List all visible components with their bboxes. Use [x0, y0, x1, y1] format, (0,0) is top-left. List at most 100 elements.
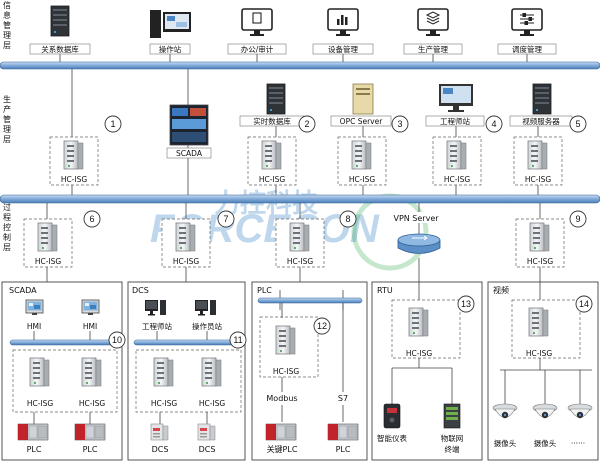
hc-isg-label: HC-ISG — [349, 175, 376, 184]
hc-isg-label: HC-ISG — [527, 257, 554, 266]
step-number: 3 — [397, 119, 402, 129]
hc-isg-gateway[interactable]: HC-ISG — [513, 136, 563, 186]
section-video-title: 视频 — [493, 285, 509, 295]
hc-isg-gateway[interactable]: HC-ISG — [526, 307, 553, 358]
hc-isg-label: HC-ISG — [61, 175, 88, 184]
hc-isg-gateway[interactable]: HC-ISG — [432, 136, 482, 186]
hc-isg-gateway[interactable]: HC-ISG — [406, 307, 433, 358]
key-plc-device[interactable] — [265, 423, 297, 441]
layer-char: 信 — [3, 0, 11, 10]
hc-isg-gateway[interactable]: HC-ISG — [515, 218, 565, 268]
layer-char: 生 — [3, 94, 11, 104]
step-number-badge: 11 — [229, 331, 247, 349]
hc-isg-label: HC-ISG — [525, 175, 552, 184]
smart-meter-label: 智能仪表 — [377, 433, 407, 443]
operator-station[interactable]: 操作站 — [149, 10, 191, 55]
dcs-device-1[interactable] — [150, 423, 169, 441]
step-number-badge: 5 — [569, 115, 587, 133]
hc-isg-gateway[interactable]: HC-ISG — [199, 357, 226, 408]
section-scada-box — [1, 281, 123, 461]
plc-device-2[interactable] — [74, 423, 106, 441]
hc-isg-label: HC-ISG — [27, 399, 54, 408]
layers-icon — [425, 11, 441, 25]
hc-isg-gateway[interactable]: HC-ISG — [161, 218, 211, 268]
device-management[interactable]: 设备管理 — [312, 8, 374, 55]
engineer-station-label: 工程师站 — [440, 116, 470, 126]
smart-meter[interactable] — [383, 403, 401, 429]
camera-icon-2[interactable] — [532, 403, 558, 419]
production-management[interactable]: 生产管理 — [403, 8, 463, 55]
hc-isg-label: HC-ISG — [35, 257, 62, 266]
plc-device-3[interactable] — [327, 423, 359, 441]
iot-terminal[interactable] — [443, 403, 461, 429]
office-audit[interactable]: 办公/审计 — [227, 8, 287, 55]
hc-isg-gateway[interactable]: HC-ISG — [23, 218, 73, 268]
operator-station-label: 操作站 — [159, 44, 182, 54]
hc-isg-label: HC-ISG — [151, 399, 178, 408]
relational-database-label: 关系数据库 — [41, 44, 79, 54]
hc-isg-gateway[interactable]: HC-ISG — [273, 325, 300, 376]
section-video-box — [487, 281, 599, 461]
engineer-station[interactable]: 工程师站 — [425, 84, 485, 127]
layer-char: 制 — [3, 232, 11, 242]
device-management-label: 设备管理 — [328, 44, 358, 54]
hc-isg-label: HC-ISG — [287, 257, 314, 266]
video-server-label: 视频服务器 — [522, 116, 560, 126]
hc-isg-gateway[interactable]: HC-ISG — [79, 357, 106, 408]
hc-isg-gateway[interactable]: HC-ISG — [337, 136, 387, 186]
dcs-device-2[interactable] — [197, 423, 216, 441]
hc-isg-gateway[interactable]: HC-ISG — [151, 357, 178, 408]
step-number: 5 — [575, 119, 580, 129]
layer-char: 息 — [3, 10, 11, 20]
camera-icon-1[interactable] — [492, 403, 518, 419]
section-dcs-box — [127, 281, 246, 461]
step-number: 13 — [461, 299, 471, 309]
step-number: 1 — [110, 119, 115, 129]
step-number: 12 — [317, 321, 327, 331]
hc-isg-gateway[interactable]: HC-ISG — [27, 357, 54, 408]
step-number: 2 — [304, 119, 309, 129]
layer-char: 过 — [3, 202, 11, 212]
relational-database[interactable]: 关系数据库 — [29, 5, 91, 55]
step-number-badge: 2 — [298, 115, 316, 133]
dispatch-management[interactable]: 调度管理 — [497, 8, 557, 55]
engineer-station-dcs-label: 工程师站 — [142, 321, 172, 331]
hmi-label-1: HMI — [27, 322, 41, 331]
scada-screen[interactable]: SCADA — [166, 104, 212, 159]
step-number: 10 — [112, 335, 122, 345]
step-number-badge: 8 — [339, 210, 357, 228]
hc-isg-label: HC-ISG — [526, 349, 553, 358]
realtime-database[interactable]: 实时数据库 — [239, 83, 305, 127]
step-number: 6 — [89, 214, 94, 224]
hc-isg-gateway[interactable]: HC-ISG — [247, 136, 297, 186]
production-bus — [0, 194, 600, 204]
opc-server[interactable]: OPC Server — [330, 83, 392, 127]
vpn-server[interactable]: VPN Server — [386, 212, 446, 254]
section-plc-box — [251, 281, 368, 461]
step-number: 8 — [345, 214, 350, 224]
opc-server-label: OPC Server — [340, 117, 384, 126]
section-rtu-title: RTU — [377, 286, 393, 295]
dcs-section: 工程师站 操作员站 DCS DCS — [133, 300, 242, 454]
plc-device-1[interactable] — [17, 423, 49, 441]
hmi-label-2: HMI — [83, 322, 97, 331]
hc-isg-label: HC-ISG — [444, 175, 471, 184]
step-number-badge: 1 — [104, 115, 122, 133]
layer-char: 程 — [3, 213, 11, 222]
more-cameras-label: ······ — [571, 439, 585, 448]
dcs-bus — [133, 339, 240, 346]
hc-isg-gateway[interactable]: HC-ISG — [275, 218, 325, 268]
section-plc-title: PLC — [257, 286, 272, 295]
step-number-badge: 6 — [83, 210, 101, 228]
iot-terminal-label-1: 物联网 — [441, 433, 464, 443]
bar-chart-icon — [337, 15, 348, 25]
video-server[interactable]: 视频服务器 — [509, 83, 573, 127]
hc-isg-gateway[interactable]: HC-ISG — [49, 136, 99, 186]
hc-isg-label: HC-ISG — [199, 399, 226, 408]
scada-label: SCADA — [176, 149, 203, 158]
camera-icon-3[interactable] — [567, 403, 593, 419]
dcs-label-2: DCS — [199, 445, 216, 454]
